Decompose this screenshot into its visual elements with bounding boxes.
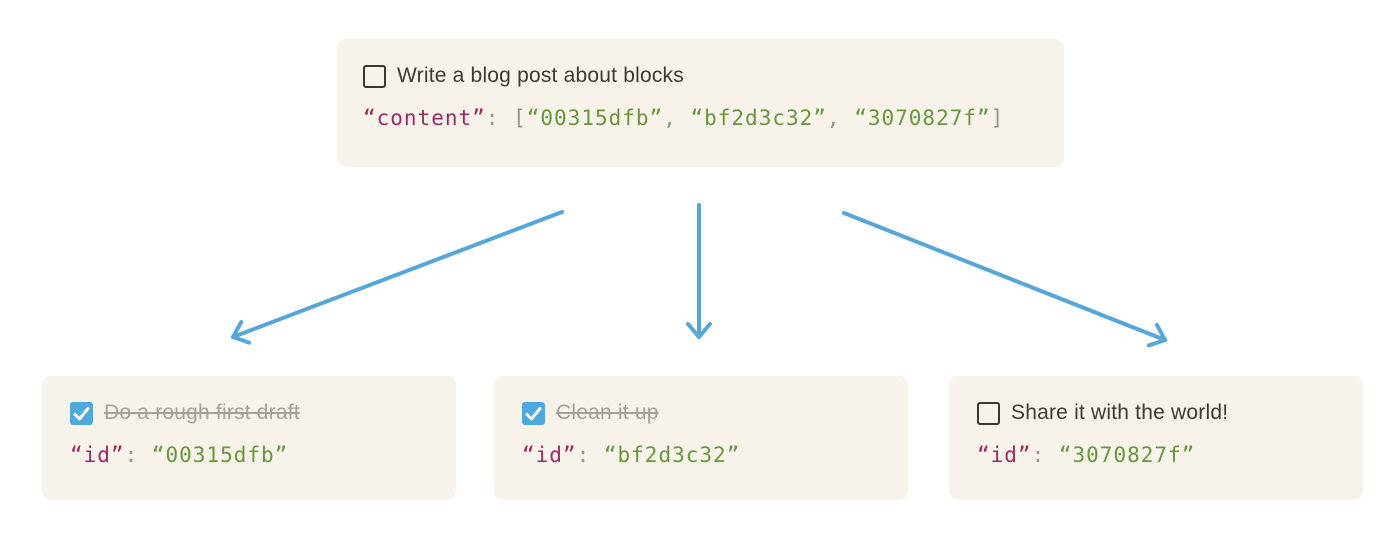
code-colon: : — [485, 106, 514, 130]
code-line: “id”: “bf2d3c32” — [522, 441, 882, 469]
todo-label: Share it with the world! — [1011, 401, 1229, 424]
code-line: “content”: [“00315dfb”, “bf2d3c32”, “307… — [363, 104, 1038, 132]
todo-row: Write a blog post about blocks — [363, 63, 1038, 89]
code-string: “3070827f” — [854, 106, 991, 130]
code-property: “id” — [977, 443, 1032, 467]
code-bracket-open: [ — [513, 106, 527, 130]
arrow-left-icon — [231, 210, 564, 345]
child-block-card: Clean it up “id”: “bf2d3c32” — [494, 376, 908, 500]
code-line: “id”: “00315dfb” — [70, 441, 430, 469]
arrow-right-icon — [842, 211, 1167, 348]
code-bracket-close: ] — [990, 106, 1005, 130]
code-string: “3070827f” — [1058, 443, 1196, 467]
check-icon — [73, 406, 90, 420]
code-line: “id”: “3070827f” — [977, 441, 1337, 469]
todo-label: Write a blog post about blocks — [397, 64, 684, 87]
todo-checkbox-checked[interactable] — [522, 401, 545, 425]
todo-checkbox-checked[interactable] — [70, 401, 93, 425]
code-property: “id” — [70, 443, 125, 467]
parent-block-card: Write a blog post about blocks “content”… — [337, 39, 1064, 167]
code-string: “00315dfb” — [151, 443, 289, 467]
code-string: “bf2d3c32” — [690, 106, 827, 130]
code-separator: , — [663, 106, 691, 130]
code-colon: : — [1031, 443, 1059, 467]
todo-checkbox-unchecked[interactable] — [363, 64, 386, 88]
check-icon — [525, 406, 542, 420]
todo-label: Do a rough first draft — [104, 401, 300, 424]
code-separator: , — [826, 106, 855, 130]
child-block-card: Share it with the world! “id”: “3070827f… — [949, 376, 1363, 500]
code-property: “content” — [363, 106, 486, 130]
todo-row: Do a rough first draft — [70, 400, 430, 426]
code-colon: : — [124, 443, 152, 467]
todo-checkbox-unchecked[interactable] — [977, 401, 1000, 425]
todo-row: Clean it up — [522, 400, 882, 426]
code-colon: : — [576, 443, 604, 467]
todo-row: Share it with the world! — [977, 400, 1337, 426]
child-block-card: Do a rough first draft “id”: “00315dfb” — [42, 376, 456, 500]
todo-label: Clean it up — [556, 401, 659, 424]
code-property: “id” — [522, 443, 577, 467]
code-string: “bf2d3c32” — [603, 443, 741, 467]
code-string: “00315dfb” — [526, 106, 664, 130]
